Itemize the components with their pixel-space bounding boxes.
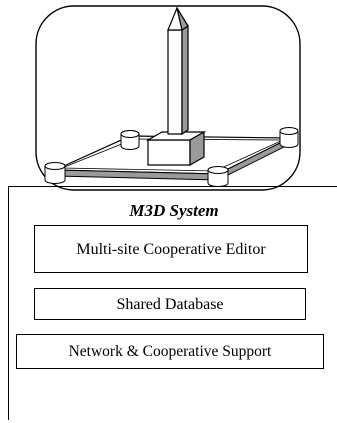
cylinder-back-left <box>120 130 140 150</box>
component-box-database: Shared Database <box>34 288 306 320</box>
component-label: Multi-site Cooperative Editor <box>76 240 266 258</box>
component-label: Network & Cooperative Support <box>68 343 272 360</box>
cylinder-front-right <box>207 166 229 187</box>
cylinder-front-left <box>44 162 66 184</box>
system-frame-left-line <box>8 186 9 420</box>
component-box-editor: Multi-site Cooperative Editor <box>34 225 308 273</box>
cylinder-back-right <box>279 127 299 148</box>
tower-base-front <box>147 139 191 166</box>
system-frame-top-line <box>8 186 337 187</box>
tower-shaft-side <box>181 24 189 136</box>
tower-base-side <box>189 130 205 167</box>
m3d-tower-illustration <box>35 5 301 191</box>
component-label: Shared Database <box>116 295 224 313</box>
component-box-network: Network & Cooperative Support <box>16 334 324 369</box>
system-title: M3D System <box>129 201 219 220</box>
tower-spire-side <box>176 7 189 31</box>
tower-shaft-front <box>167 29 183 135</box>
